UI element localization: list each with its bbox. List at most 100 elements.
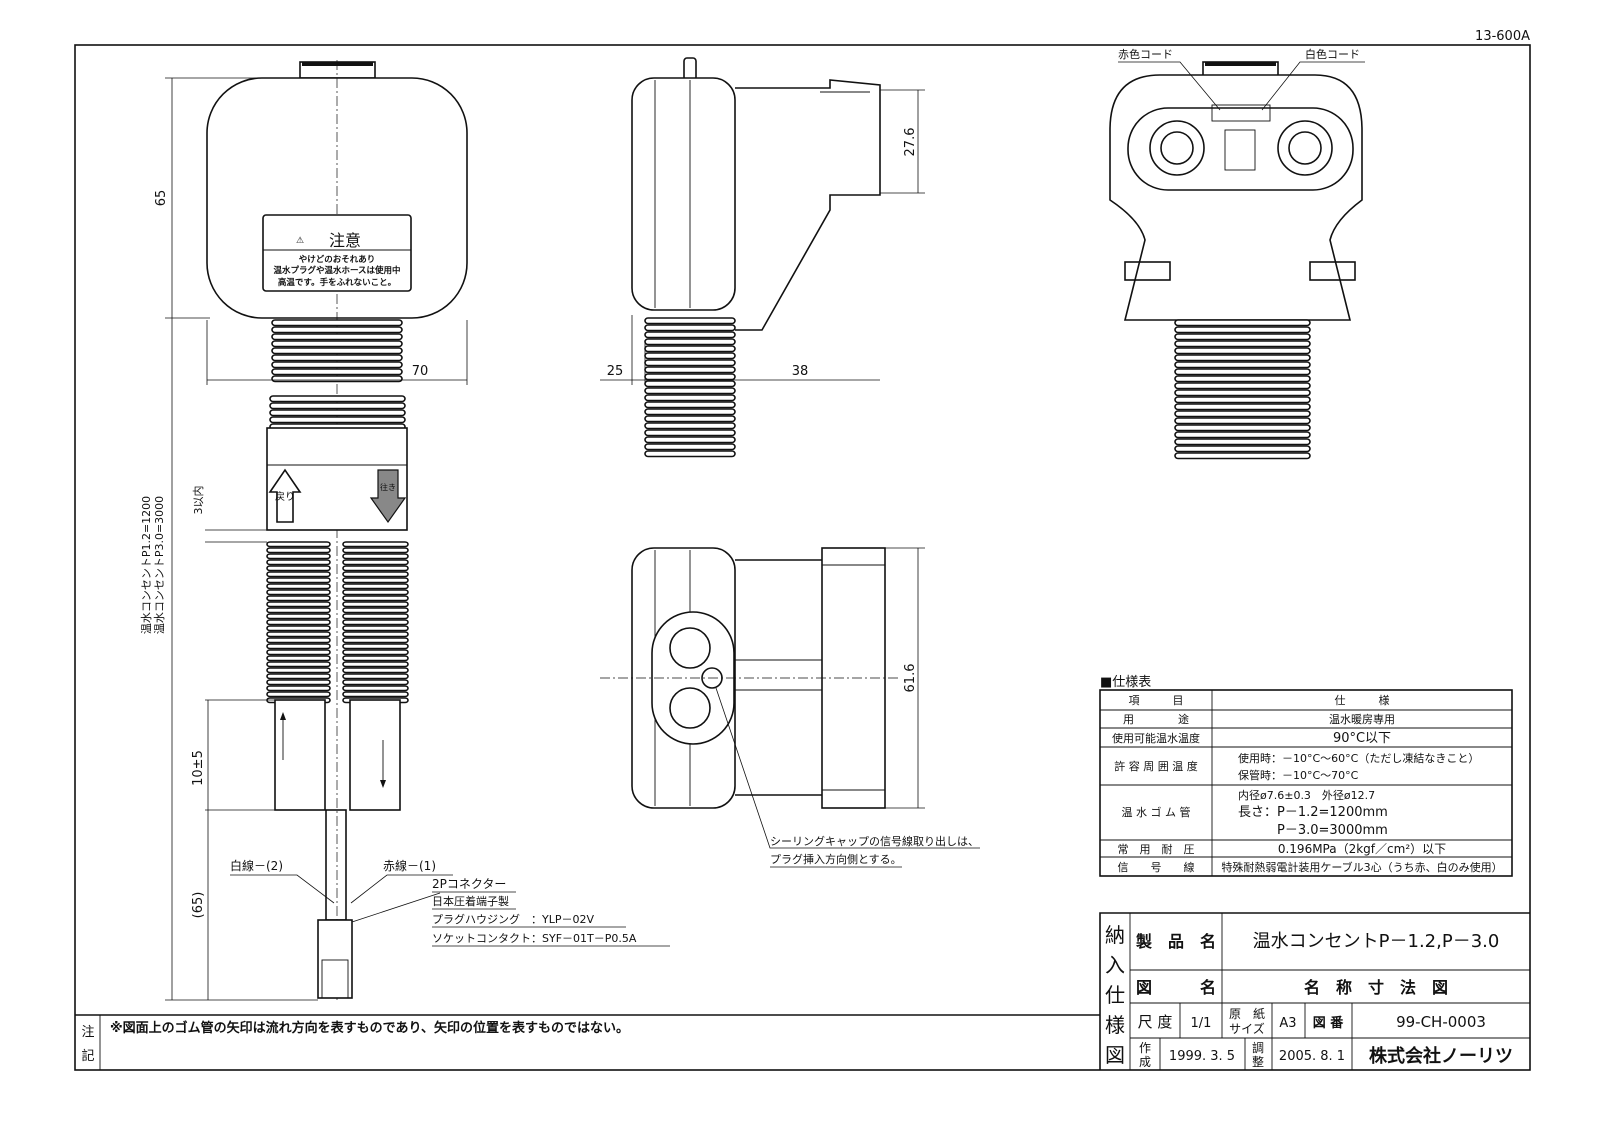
- hose-ridge: [266, 673, 331, 680]
- hose-ridge: [342, 691, 409, 698]
- svg-text:サイズ: サイズ: [1229, 1021, 1265, 1036]
- bottom-view: 61.6 シーリングキャップの信号線取り出しは、 プラグ挿入方向側とする。: [600, 547, 980, 868]
- spec-row: 温 水 ゴ ム 管 内径ø7.6±0.3 外径ø12.7 長さ：P－1.2=12…: [1122, 788, 1388, 838]
- white-wire-label: 白線－(2): [230, 858, 283, 873]
- hose-ridge: [342, 655, 409, 662]
- hose-ridge: [1174, 347, 1311, 355]
- warning-icon: ⚠: [296, 236, 304, 246]
- title-block: 納 入 仕 様 図 製 品 名 温水コンセントP－1.2,P－3.0 図 名 名…: [1099, 912, 1530, 1070]
- hose-ridge: [266, 625, 331, 632]
- hose-ridge: [266, 541, 331, 548]
- svg-text:1999. 3. 5: 1999. 3. 5: [1169, 1049, 1235, 1064]
- hose-ridge: [271, 354, 403, 362]
- white-cord-label: 白色コード: [1305, 47, 1360, 61]
- hose-ridge: [1174, 424, 1311, 432]
- dim-61-6: 61.6: [903, 664, 918, 693]
- front-view: ⚠ 注意 やけどのおそれあり 温水プラグや温水ホースは使用中 高温です。手をふれ…: [140, 60, 670, 1001]
- hose-ridge: [644, 359, 736, 367]
- hose-ridge: [1174, 452, 1311, 460]
- hose-ridge: [342, 667, 409, 674]
- red-cord-label: 赤色コード: [1118, 47, 1173, 61]
- corrugated-hose: [266, 541, 409, 704]
- svg-text:使用時：－10°C～60°C（ただし凍結なきこと）: 使用時：－10°C～60°C（ただし凍結なきこと）: [1238, 751, 1479, 765]
- hose-ridge: [644, 436, 736, 444]
- hose-ridge: [269, 395, 406, 403]
- caution-line: 高温です。手をふれないこと。: [278, 277, 396, 288]
- svg-text:往き: 往き: [380, 482, 396, 492]
- hose-ridge: [644, 429, 736, 437]
- svg-text:戻り: 戻り: [275, 490, 295, 503]
- hose-ridge: [269, 402, 406, 410]
- red-wire-label: 赤線－(1): [383, 858, 436, 873]
- hose-ridge: [342, 613, 409, 620]
- hose-ridge: [266, 643, 331, 650]
- svg-text:注: 注: [81, 1025, 94, 1040]
- hose-ridge: [266, 595, 331, 602]
- svg-text:入: 入: [1105, 953, 1125, 977]
- spec-row: 常 用 耐 圧 0.196MPa（2kgf／cm²）以下: [1118, 842, 1447, 856]
- svg-text:保管時：－10°C～70°C: 保管時：－10°C～70°C: [1238, 768, 1359, 782]
- hose-ridge: [342, 673, 409, 680]
- hose-ridge: [1174, 438, 1311, 446]
- company-name: 株式会社ノーリツ: [1369, 1045, 1513, 1067]
- dim-25: 25: [607, 364, 624, 379]
- hose-ridge: [266, 661, 331, 668]
- side-view: 27.6 25 38: [600, 57, 925, 458]
- 2p-connector: [317, 919, 353, 999]
- hose-ridge: [266, 649, 331, 656]
- drawing-number: 99-CH-0003: [1396, 1013, 1486, 1031]
- hose-ridge: [1174, 340, 1311, 348]
- hose-ridge: [342, 661, 409, 668]
- spec-row: 信 号 線 特殊耐熱弱電計装用ケーブル3心（うち赤、白のみ使用）: [1118, 860, 1503, 874]
- svg-text:許 容 周 囲 温 度: 許 容 周 囲 温 度: [1114, 759, 1197, 773]
- svg-text:納: 納: [1105, 923, 1125, 947]
- hose-ridge: [1174, 431, 1311, 439]
- hose-ridge: [271, 361, 403, 369]
- svg-text:調: 調: [1252, 1041, 1264, 1055]
- svg-text:図 名: 図 名: [1136, 978, 1216, 997]
- hose-ridge: [644, 345, 736, 353]
- hose-ridge: [342, 559, 409, 566]
- hose-ridge: [266, 553, 331, 560]
- svg-text:信 号 線: 信 号 線: [1118, 860, 1195, 874]
- notes-row: 注 記 ※図面上のゴム管の矢印は流れ方向を表すものであり、矢印の位置を表すもので…: [75, 1014, 1100, 1070]
- svg-text:A3: A3: [1279, 1016, 1296, 1031]
- hose-ridge: [271, 326, 403, 334]
- hose-ridge: [1174, 445, 1311, 453]
- svg-text:成: 成: [1139, 1055, 1151, 1069]
- dim-wire: (65): [191, 892, 206, 919]
- svg-text:仕: 仕: [1105, 983, 1125, 1007]
- hose-ridge: [271, 340, 403, 348]
- hose-ridge: [644, 366, 736, 374]
- spec-row: 用 途 温水暖房専用: [1123, 712, 1395, 726]
- hose-ridge: [342, 685, 409, 692]
- hose-ridge: [269, 409, 406, 417]
- hose-ridge: [644, 422, 736, 430]
- hose-ridge: [266, 637, 331, 644]
- svg-text:使用可能温水温度: 使用可能温水温度: [1112, 731, 1200, 745]
- hose-ridge: [342, 541, 409, 548]
- hose-ridge: [644, 317, 736, 325]
- hose-ridge: [266, 655, 331, 662]
- caution-label: ⚠ 注意 やけどのおそれあり 温水プラグや温水ホースは使用中 高温です。手をふれ…: [262, 214, 412, 292]
- hose-ridge: [342, 571, 409, 578]
- drawing-border: [74, 44, 1531, 1071]
- hose-ridge: [342, 565, 409, 572]
- hose-ridge: [1174, 410, 1311, 418]
- hose-ridge: [342, 625, 409, 632]
- spec-row: 許 容 周 囲 温 度 使用時：－10°C～60°C（ただし凍結なきこと） 保管…: [1114, 751, 1479, 782]
- svg-text:温 水 ゴ ム 管: 温 水 ゴ ム 管: [1122, 805, 1191, 819]
- svg-text:常 用 耐 圧: 常 用 耐 圧: [1118, 843, 1195, 856]
- hose-ridge: [266, 679, 331, 686]
- hose-ridge: [266, 607, 331, 614]
- hose-ridge: [644, 380, 736, 388]
- hose-ridge: [342, 577, 409, 584]
- spec-table: ■仕様表 項 目 仕 様 用 途 温水暖房専用 使用可能温水温度 90°C以下 …: [1099, 675, 1513, 877]
- hose-ridge: [1174, 375, 1311, 383]
- spec-header: 項 目: [1129, 694, 1184, 707]
- svg-text:2005. 8. 1: 2005. 8. 1: [1279, 1049, 1345, 1064]
- sealing-cap-note: プラグ挿入方向側とする。: [770, 852, 902, 866]
- hose-ridge: [266, 589, 331, 596]
- rubber-tube: [349, 699, 401, 811]
- hose-ridge: [342, 619, 409, 626]
